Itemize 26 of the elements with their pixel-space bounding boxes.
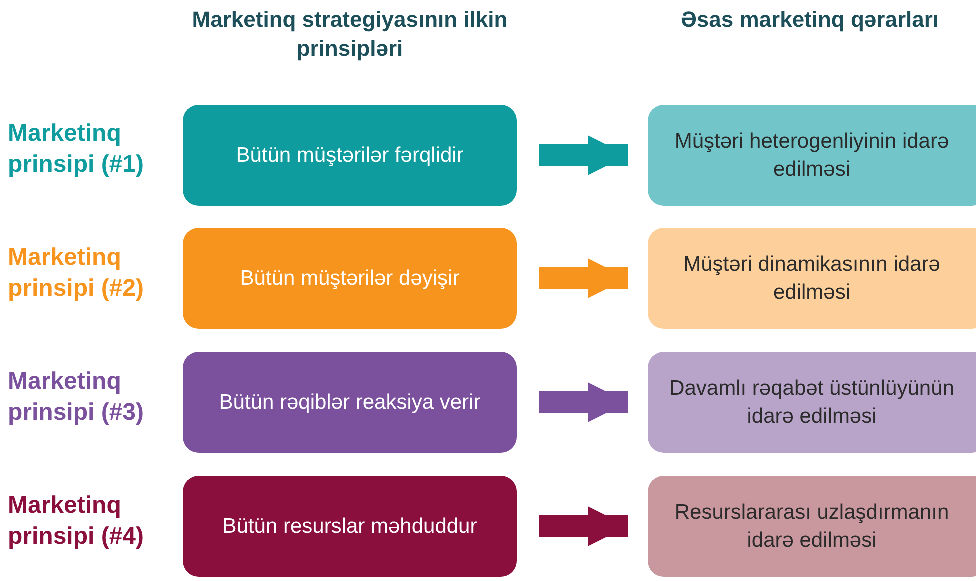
- row-label: Marketinq prinsipi (#1): [8, 119, 146, 180]
- decision-box: [648, 105, 976, 206]
- row-label: Marketinq prinsipi (#4): [8, 491, 146, 552]
- decision-box: [648, 476, 976, 577]
- column-heading: Əsas marketinq qərarları: [680, 6, 940, 34]
- decision-box: [648, 352, 976, 453]
- box-text: Müştəri heterogenliyinin idarə edilməsi: [674, 129, 950, 182]
- decision-box: [648, 228, 976, 329]
- principle-box: [183, 105, 517, 206]
- box-text: Bütün resurslar məhduddur: [222, 514, 478, 540]
- box-text: Bütün rəqiblər reaksiya verir: [219, 390, 481, 416]
- arrow: [539, 506, 628, 546]
- box-text: Davamlı rəqabət üstünlüyünün idarə edilməsi: [668, 376, 956, 430]
- arrow: [539, 258, 628, 298]
- arrow: [539, 136, 628, 176]
- row-label: Marketinq prinsipi (#3): [8, 367, 146, 428]
- principle-box: [183, 476, 517, 577]
- column-heading: Marketinq strategiyasının ilkin prinsipləri: [191, 6, 509, 63]
- principle-box: [183, 228, 517, 329]
- box-text: Bütün müştərilər dəyişir: [240, 266, 460, 292]
- box-text: Müştəri dinamikasının idarə edilməsi: [682, 252, 942, 306]
- box-text: Bütün müştərilər fərqlidir: [236, 142, 464, 169]
- principle-box: [183, 352, 517, 453]
- arrow: [539, 382, 628, 422]
- box-text: Resurslararası uzlaşdırmanın idarə edilməsi: [674, 500, 950, 554]
- row-label: Marketinq prinsipi (#2): [8, 243, 146, 304]
